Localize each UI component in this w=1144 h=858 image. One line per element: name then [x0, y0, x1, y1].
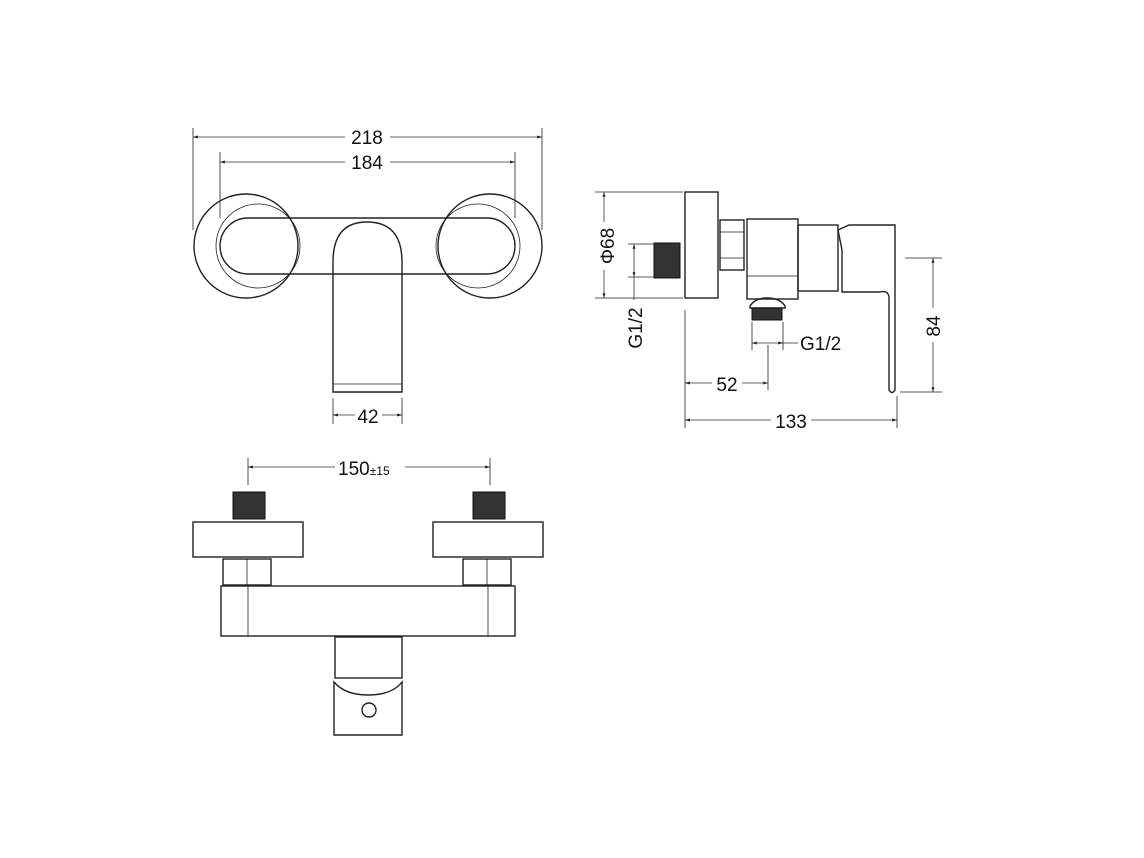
dim-center-distance: 184: [351, 153, 383, 174]
valve-body: [746, 218, 799, 300]
outlet-thread: [751, 307, 783, 321]
dim-overall-width: 218: [351, 128, 383, 149]
mixer-body-bottom: [220, 585, 516, 637]
dim-outlet-offset: 52: [716, 375, 737, 396]
lever-bottom: [333, 679, 403, 736]
cartridge-housing: [797, 224, 839, 292]
right-inlet-thread: [472, 491, 506, 520]
lever-handle: [837, 224, 896, 394]
dim-outlet-thread: G1/2: [800, 334, 841, 355]
bottom-view: 150±15: [192, 455, 544, 736]
left-inlet-thread: [232, 491, 266, 520]
dim-spout-width: 42: [357, 407, 378, 428]
left-wall-flange: [193, 193, 299, 299]
right-wall-plate: [432, 521, 544, 558]
wall-plate: [684, 191, 719, 299]
inlet-thread: [653, 242, 681, 279]
dim-inlet-spacing: 150±15: [338, 459, 390, 480]
mixer-body: [219, 217, 516, 275]
front-view: 218 184 42: [192, 126, 543, 428]
left-wall-plate: [192, 521, 304, 558]
right-wall-flange: [437, 193, 543, 299]
hex-nut: [719, 219, 745, 271]
dim-plate-diameter: Φ68: [598, 228, 619, 264]
dim-inlet-thread: G1/2: [626, 307, 647, 348]
side-view: Φ68 G1/2 G1/2 52 133 84: [595, 191, 945, 433]
dim-total-depth: 133: [775, 412, 807, 433]
dim-handle-height: 84: [924, 315, 945, 337]
spout: [332, 221, 403, 393]
